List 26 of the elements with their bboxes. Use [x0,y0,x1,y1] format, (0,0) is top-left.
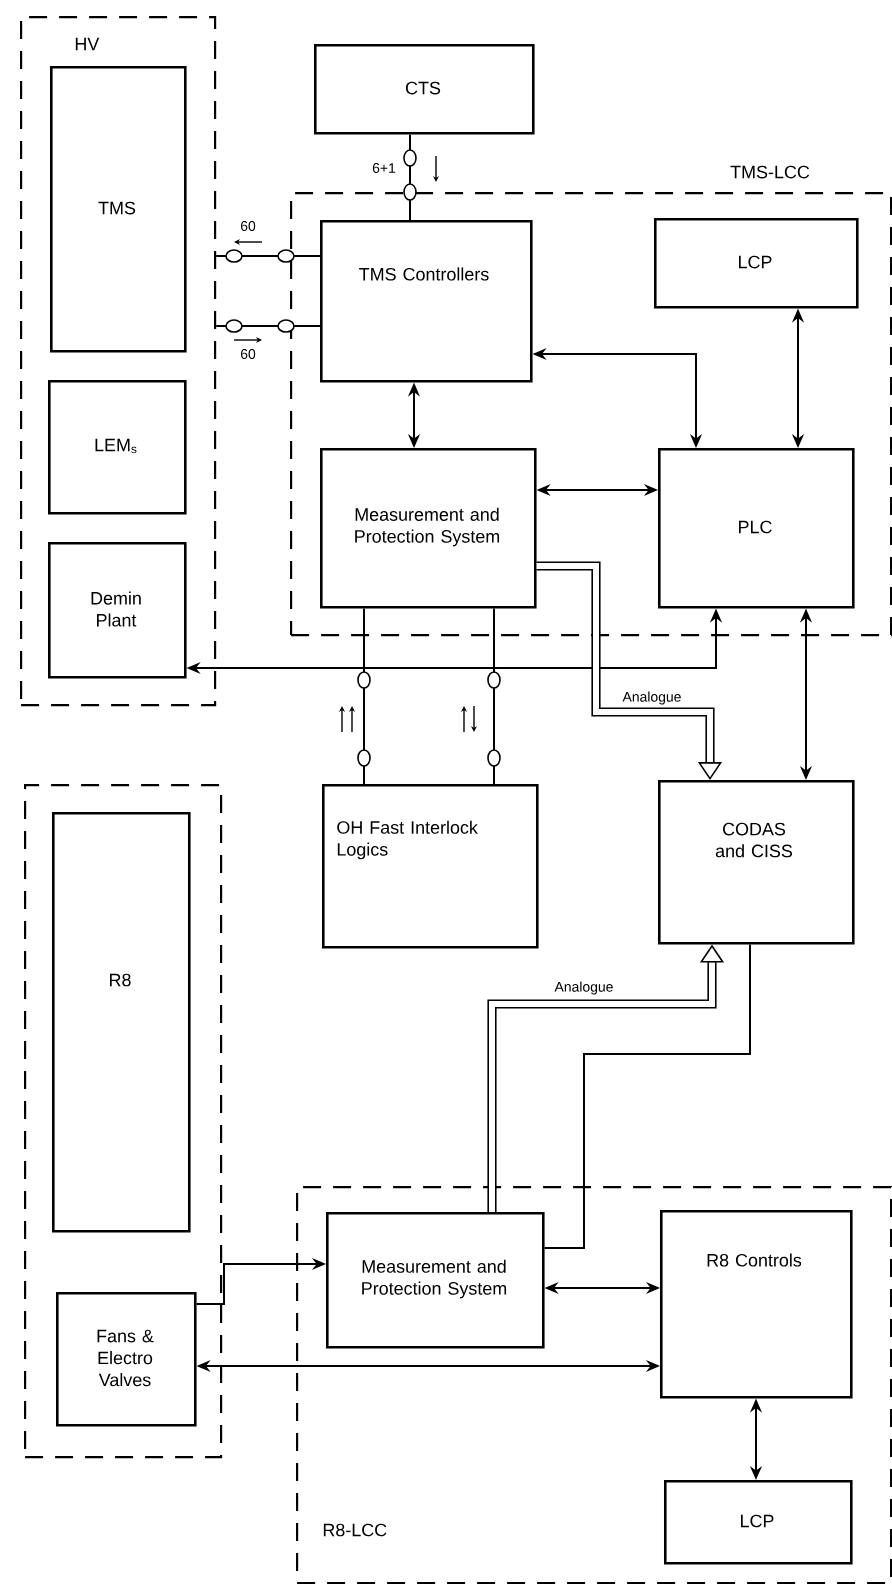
process-box: Demin Plant [48,542,187,679]
process-box: CTS [314,44,535,135]
process-box: LCP [664,1480,853,1565]
process-box: R8 Controls [660,1210,853,1399]
process-box: Fans & Electro Valves [56,1292,197,1427]
process-box: OH Fast Interlock Logics [322,784,539,949]
process-box: R8 [52,812,191,1233]
process-box: PLC [658,448,855,609]
line [215,325,321,327]
process-box: Measurement and Protection System [326,1212,545,1349]
line [363,607,365,785]
process-box: CODAS and CISS [658,780,855,945]
line [543,943,751,1249]
region-frame [24,784,223,1459]
line [215,255,321,257]
region-label: R8-LCC [323,1523,387,1537]
region-label: HV [75,37,100,51]
line [493,607,495,785]
process-box: TMS Controllers [320,220,533,383]
process-box: LCP [654,218,859,309]
process-box: TMS [50,66,187,353]
region-label: TMS-LCC [730,165,810,179]
arrow [536,561,723,780]
line [409,133,411,221]
process-box: LEM$_{s}$ [48,380,187,515]
process-box: Measurement and Protection System [320,448,537,609]
